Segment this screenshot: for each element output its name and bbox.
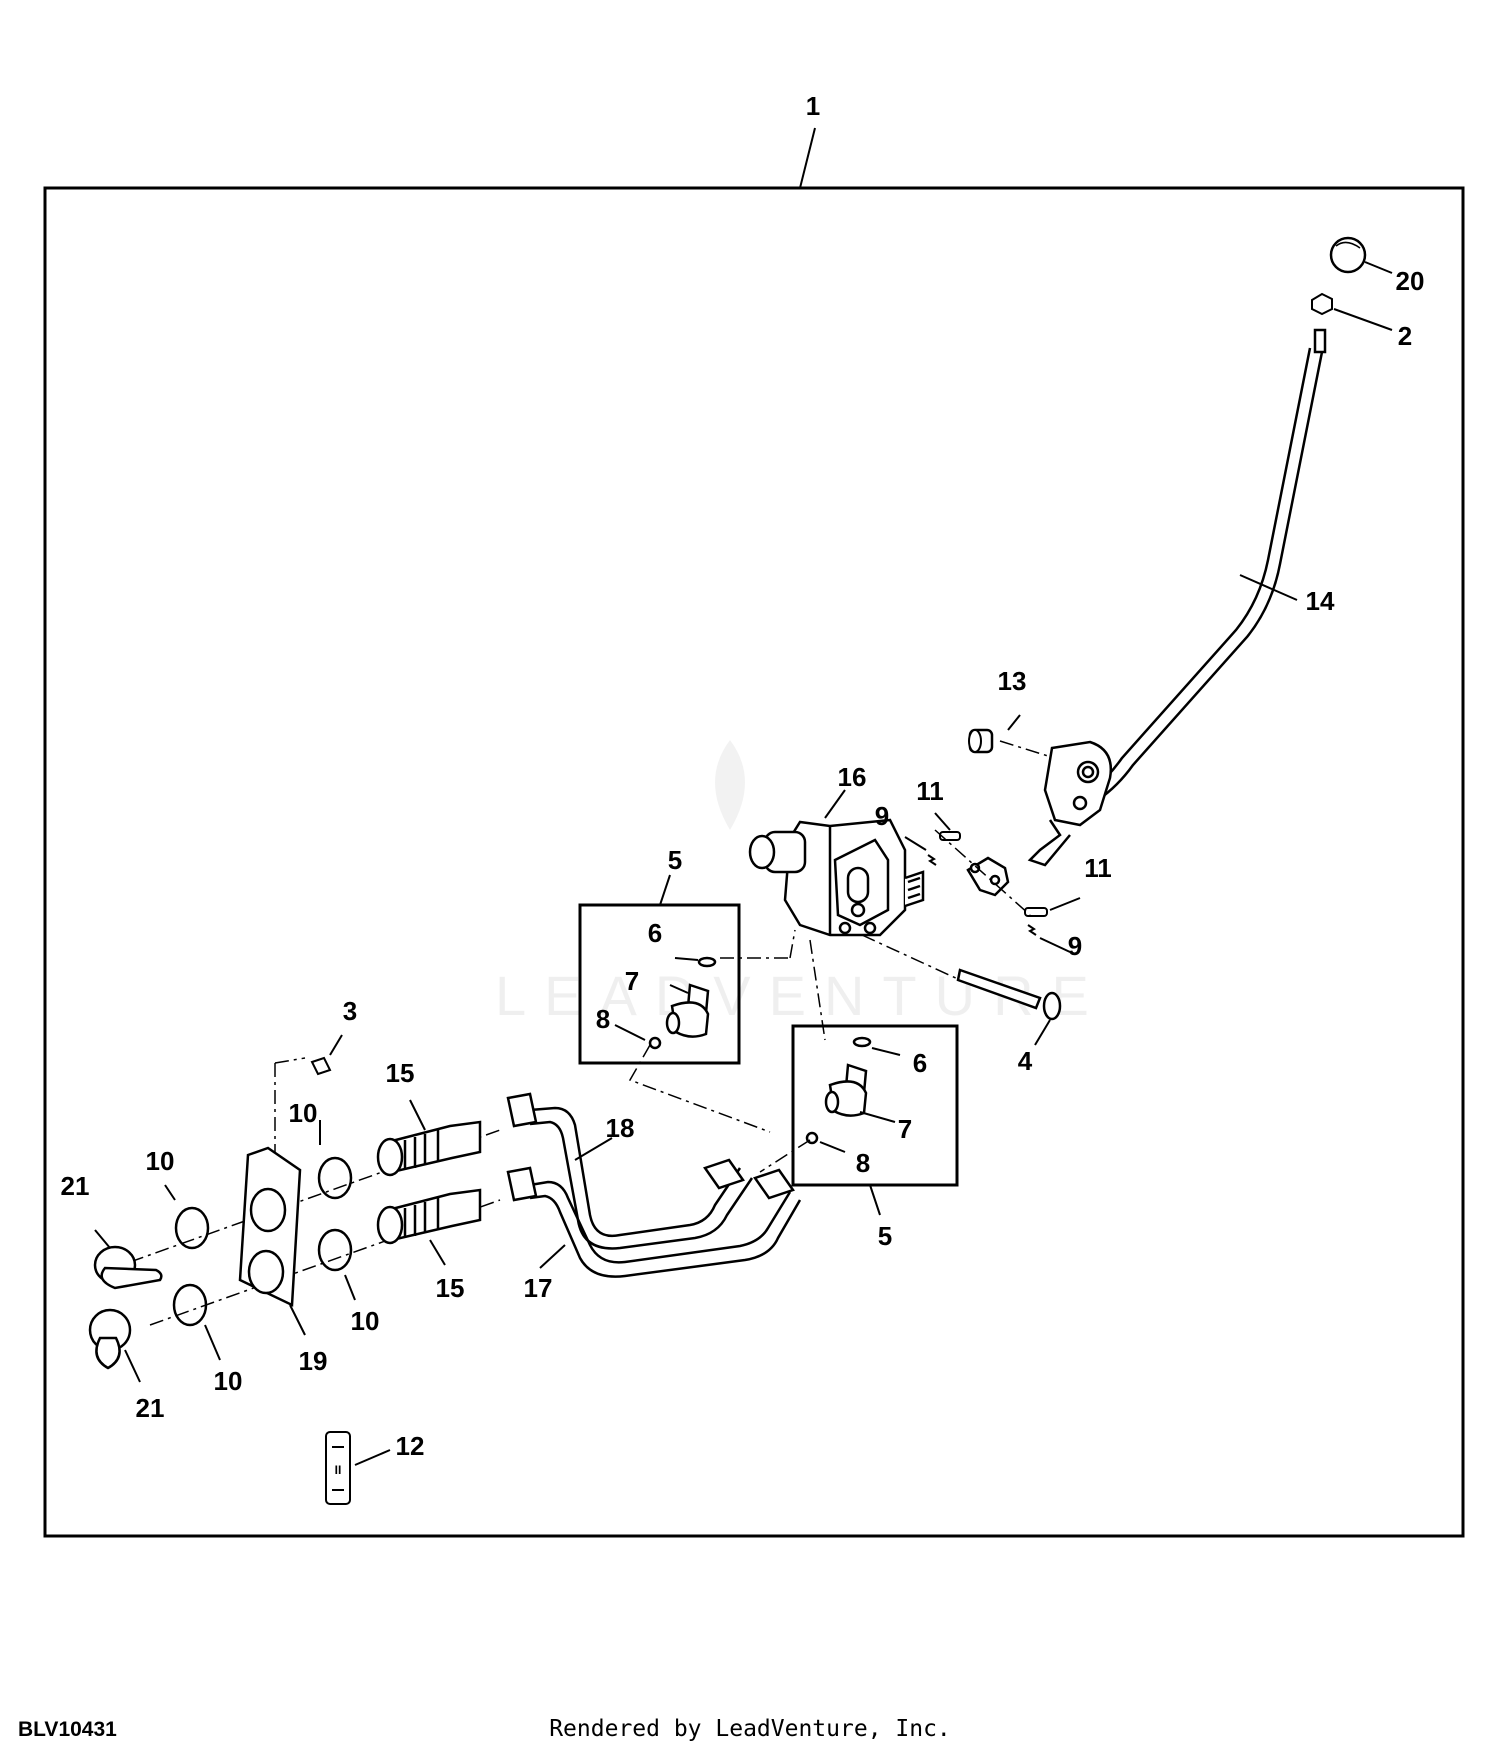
callout-2: 2 <box>1398 321 1412 351</box>
callout-10-a: 10 <box>289 1098 318 1128</box>
decal: II <box>325 1431 391 1505</box>
callout-8-upper: 8 <box>596 1004 610 1034</box>
callout-labels: 1 20 2 14 13 16 11 9 11 9 5 6 7 8 4 6 7 … <box>61 91 1425 1461</box>
callout-11-lower: 11 <box>1084 853 1112 883</box>
callout-21-lower: 21 <box>136 1393 165 1423</box>
callout-21-upper: 21 <box>61 1171 90 1201</box>
footer-credit: Rendered by LeadVenture, Inc. <box>549 1716 951 1742</box>
callout-8-lower: 8 <box>856 1148 870 1178</box>
watermark: LEADVENTURE <box>495 740 1107 1027</box>
control-valve <box>748 789 925 937</box>
callout-5-upper: 5 <box>668 845 682 875</box>
clevis-pin-upper <box>934 812 961 841</box>
diagram-frame <box>43 186 1465 1538</box>
callout-10-b: 10 <box>146 1146 175 1176</box>
callout-6-upper: 6 <box>648 918 662 948</box>
bracket-bolt <box>310 1034 343 1076</box>
callout-11-upper: 11 <box>916 776 944 806</box>
lever-knob <box>1329 236 1393 274</box>
quick-coupler-lower <box>376 1188 482 1266</box>
callout-10-d: 10 <box>214 1366 243 1396</box>
bushing <box>968 714 1049 757</box>
callout-16: 16 <box>838 762 867 792</box>
callout-7-upper: 7 <box>625 966 639 996</box>
subassembly-box-upper <box>578 903 741 1065</box>
control-lever <box>1071 328 1327 810</box>
clevis-pin-lower <box>1024 897 1081 917</box>
fitting-assembly-lower <box>805 1036 901 1153</box>
callout-13: 13 <box>998 666 1027 696</box>
callout-9-upper: 9 <box>875 801 889 831</box>
figure-id: BLV10431 <box>18 1718 117 1741</box>
callout-14: 14 <box>1306 586 1335 616</box>
callout-10-c: 10 <box>351 1306 380 1336</box>
watermark-text: LEADVENTURE <box>495 964 1107 1027</box>
hydraulic-lines <box>506 1092 802 1278</box>
snap-rings <box>164 1120 356 1361</box>
cotter-pin-lower <box>1027 924 1071 953</box>
svg-text:II: II <box>335 1463 342 1477</box>
callout-4: 4 <box>1018 1046 1033 1076</box>
quick-coupler-upper <box>376 1099 482 1177</box>
callout-5-lower: 5 <box>878 1221 892 1251</box>
lever-bracket <box>1027 740 1113 867</box>
callout-15-upper: 15 <box>386 1058 415 1088</box>
coupler-plate <box>238 1146 306 1336</box>
callout-15-lower: 15 <box>436 1273 465 1303</box>
cotter-pin-upper <box>904 836 937 866</box>
dust-cap-lower <box>88 1308 141 1383</box>
callout-18: 18 <box>606 1113 635 1143</box>
callout-20: 20 <box>1396 266 1425 296</box>
dust-cap-upper <box>93 1229 163 1290</box>
subassembly-box-lower <box>791 1024 959 1187</box>
lever-nut <box>1311 292 1393 331</box>
callout-3: 3 <box>343 996 357 1026</box>
centerlines <box>129 1044 811 1326</box>
callout-1: 1 <box>806 91 820 121</box>
mounting-bolt <box>861 934 1062 1046</box>
callout-9-lower: 9 <box>1068 931 1082 961</box>
fitting-assembly-upper <box>614 956 717 1050</box>
callout-12: 12 <box>396 1431 425 1461</box>
callout-6-lower: 6 <box>913 1048 927 1078</box>
callout-7-lower: 7 <box>898 1114 912 1144</box>
callout-17: 17 <box>524 1273 553 1303</box>
callout-19: 19 <box>299 1346 328 1376</box>
